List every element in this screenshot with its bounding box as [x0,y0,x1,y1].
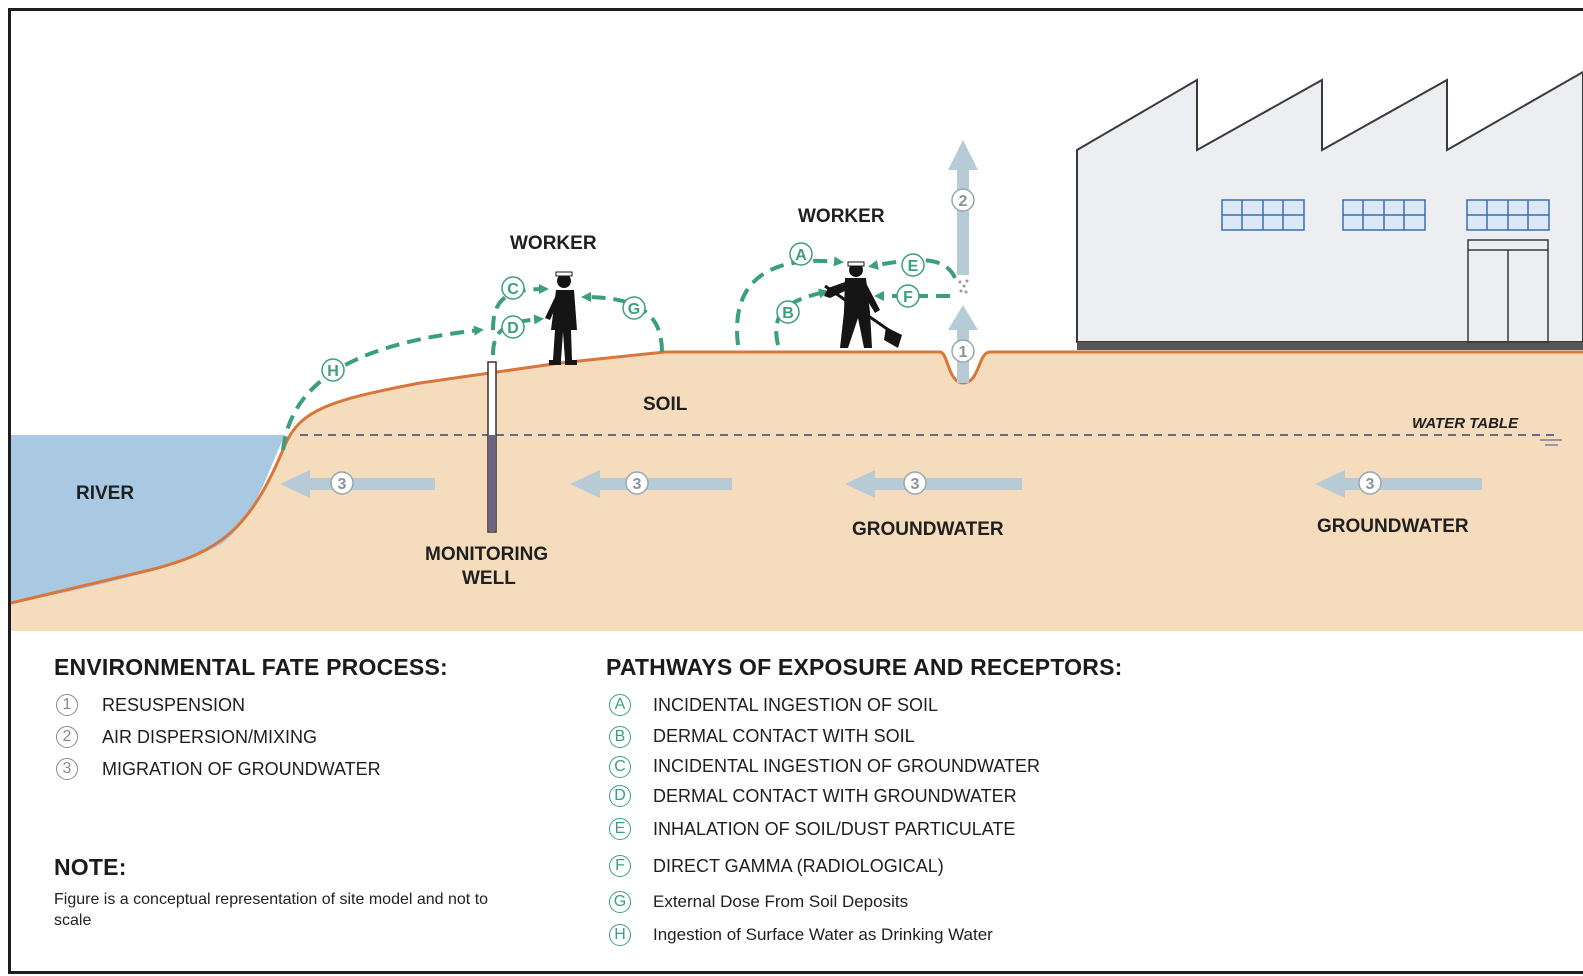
fate-item-label: RESUSPENSION [102,694,246,715]
svg-text:3: 3 [338,476,347,493]
marker-b-legend: B [609,725,631,748]
marker-f: F [896,284,920,308]
svg-text:1: 1 [959,344,968,361]
pathway-item-c: C INCIDENTAL INGESTION OF GROUNDWATER [609,752,1040,781]
monitoring-well-label-line1: MONITORING [425,544,548,565]
worker-right-figure [824,261,902,348]
svg-text:3: 3 [633,476,642,493]
factory-building [1076,70,1583,350]
marker-a-legend: A [609,694,631,716]
fate-item-air-dispersion: 2 AIR DISPERSION/MIXING [56,721,381,753]
building-door [1467,239,1549,343]
marker-3-c: 3 [903,471,927,495]
pathway-item-b: B DERMAL CONTACT WITH SOIL [609,721,1040,752]
groundwater-label-2: GROUNDWATER [1317,516,1469,537]
monitoring-well [487,361,497,533]
pathway-item-label: DERMAL CONTACT WITH SOIL [653,726,915,746]
fate-item-label: MIGRATION OF GROUNDWATER [102,758,381,779]
window-right [1466,199,1550,231]
marker-c: C [501,276,525,300]
pathway-item-f: F DIRECT GAMMA (RADIOLOGICAL) [609,847,1040,885]
svg-text:3: 3 [911,476,920,493]
pathway-item-d: D DERMAL CONTACT WITH GROUNDWATER [609,781,1040,811]
pathway-item-label: External Dose From Soil Deposits [653,892,909,911]
marker-2: 2 [951,188,975,212]
window-middle [1342,199,1426,231]
river-label: RIVER [76,483,134,504]
groundwater-arrows [280,470,1482,498]
marker-g: G [622,296,646,320]
worker-left-label: WORKER [510,233,597,254]
svg-text:2: 2 [959,193,968,210]
pathway-e-arc [868,258,957,279]
svg-text:H: H [327,363,339,380]
note-text: Figure is a conceptual representation of… [54,891,489,929]
pathway-b-arc [774,288,829,346]
pathway-item-label: Ingestion of Surface Water as Drinking W… [653,925,993,944]
marker-2-legend: 2 [56,726,78,748]
soil-area [11,352,1583,631]
window-left [1221,199,1305,231]
marker-f-legend: F [609,855,631,877]
svg-text:A: A [795,247,807,264]
fate-process-list: 1 RESUSPENSION 2 AIR DISPERSION/MIXING 3 MI… [56,689,381,785]
marker-3-legend: 3 [56,758,78,780]
marker-3-b: 3 [625,471,649,495]
worker-left-figure [545,271,577,365]
svg-text:C: C [507,281,519,298]
marker-1: 1 [951,339,975,363]
pathway-c-arc [491,284,549,331]
pathway-item-label: DIRECT GAMMA (RADIOLOGICAL) [653,855,944,876]
worker-right-label: WORKER [798,206,885,227]
note-title: NOTE: [54,854,127,880]
dust-particles [958,279,969,294]
soil-label: SOIL [643,394,688,415]
svg-text:E: E [908,258,919,275]
svg-text:G: G [628,301,640,318]
river [11,435,285,603]
fate-item-resuspension: 1 RESUSPENSION [56,689,381,721]
marker-h-legend: H [609,924,631,946]
marker-3-a: 3 [330,471,354,495]
marker-h: H [321,358,345,382]
pathway-item-h: H Ingestion of Surface Water as Drinking … [609,919,1040,951]
water-table-label: WATER TABLE [1412,415,1519,432]
pathway-item-label: INCIDENTAL INGESTION OF GROUNDWATER [653,756,1041,776]
marker-b: B [776,300,800,324]
marker-e: E [901,253,925,277]
groundwater-label-1: GROUNDWATER [852,519,1004,540]
marker-1-legend: 1 [56,694,78,716]
marker-e-legend: E [609,818,631,840]
marker-c-legend: C [609,755,631,778]
pathway-a-arc [735,256,844,346]
pathway-item-label: INHALATION OF SOIL/DUST PARTICULATE [653,818,1016,839]
figure-frame [8,8,1583,974]
pathway-item-g: G External Dose From Soil Deposits [609,885,1040,919]
marker-a: A [789,242,813,266]
pathway-item-label: INCIDENTAL INGESTION OF SOIL [653,694,939,715]
pathway-item-e: E INHALATION OF SOIL/DUST PARTICULATE [609,811,1040,847]
marker-g-legend: G [609,891,631,913]
monitoring-well-label-line2: WELL [462,568,516,589]
fate-item-groundwater-migration: 3 MIGRATION OF GROUNDWATER [56,753,381,785]
pathway-item-a: A INCIDENTAL INGESTION OF SOIL [609,689,1040,721]
pathways-title: PATHWAYS OF EXPOSURE AND RECEPTORS: [606,654,1123,680]
marker-d-legend: D [609,785,631,807]
svg-text:3: 3 [1366,476,1375,493]
svg-text:D: D [507,320,519,337]
fate-process-title: ENVIRONMENTAL FATE PROCESS: [54,654,448,680]
svg-text:F: F [903,289,913,306]
pathway-item-label: DERMAL CONTACT WITH GROUNDWATER [653,785,1017,806]
marker-3-d: 3 [1358,471,1382,495]
pathways-list: A INCIDENTAL INGESTION OF SOIL B DERMAL CO… [609,689,1040,951]
water-table-symbol [1540,439,1562,446]
svg-text:B: B [782,305,794,322]
fate-item-label: AIR DISPERSION/MIXING [102,726,318,747]
marker-d: D [501,315,525,339]
site-model-diagram: WATER TABLE [10,70,1583,631]
